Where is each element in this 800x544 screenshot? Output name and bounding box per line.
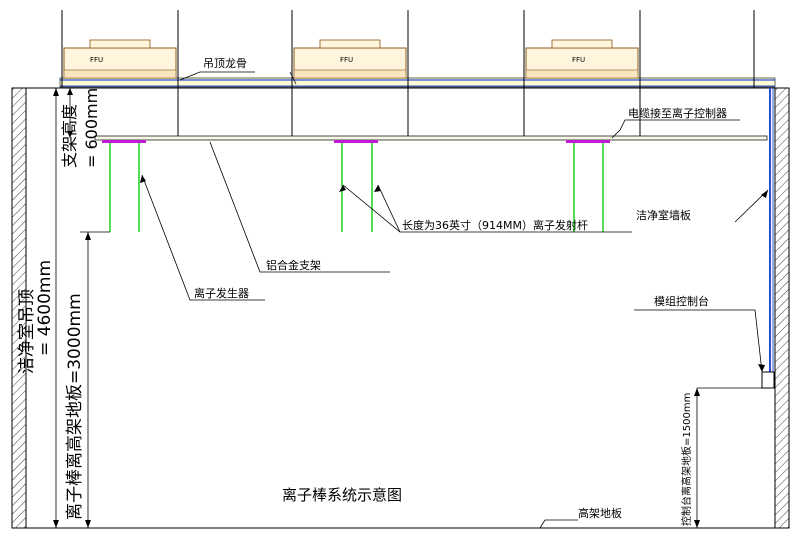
dimension-bracket-height xyxy=(67,88,73,138)
ceiling-keel-label: 吊顶龙骨 xyxy=(203,57,247,70)
emitter-rod-label: 长度为36英寸（914MM）离子发射杆 xyxy=(402,218,588,232)
raised-floor-label: 高架地板 xyxy=(578,506,622,520)
ion-generator-2 xyxy=(334,140,378,232)
ffu-unit-2: FFU xyxy=(293,39,407,79)
arrowhead xyxy=(339,185,346,192)
dimension-console-height xyxy=(694,387,762,528)
ceiling-height-text-1: 洁净室吊顶 xyxy=(17,289,37,374)
dimension-rod-height xyxy=(80,231,110,528)
aluminum-bracket-label: 铝合金支架 xyxy=(266,258,321,272)
ffu-unit-1: FFU xyxy=(63,39,177,79)
aluminum-bracket xyxy=(94,135,768,141)
right-wall xyxy=(774,87,790,529)
module-console-label: 模组控制台 xyxy=(654,294,709,308)
ion-generator-3 xyxy=(566,140,610,232)
ffu-unit-3: FFU xyxy=(525,39,639,79)
arrowhead xyxy=(761,190,768,198)
ion-generator-1 xyxy=(102,140,146,232)
bracket-height-text-1: 支架高度 xyxy=(60,104,79,168)
raised-floor-height-text: 离子棒离高架地板=3000mm xyxy=(65,293,85,520)
dimension-ceiling-height xyxy=(53,88,59,528)
ffu-label: FFU xyxy=(90,56,103,64)
ffu-label: FFU xyxy=(572,56,585,64)
ion-generator-label: 离子发生器 xyxy=(194,286,249,300)
ceiling-keel xyxy=(59,77,776,88)
arrowhead xyxy=(758,364,765,372)
cleanroom-wall-label: 洁净室墙板 xyxy=(636,208,691,222)
diagram-title: 离子棒系统示意图 xyxy=(282,486,402,504)
arrowhead xyxy=(140,175,146,183)
bracket-height-text-2: = 600mm xyxy=(82,88,101,168)
arrowhead xyxy=(374,185,381,192)
ceiling-height-text-2: = 4600mm xyxy=(35,260,55,356)
console-height-text: 控制台离高架地板=1500mm xyxy=(680,393,693,526)
module-console xyxy=(761,371,775,389)
ffu-label: FFU xyxy=(340,56,353,64)
cable-label: 电缆接至离子控制器 xyxy=(628,106,727,120)
leader-lines xyxy=(141,71,769,529)
